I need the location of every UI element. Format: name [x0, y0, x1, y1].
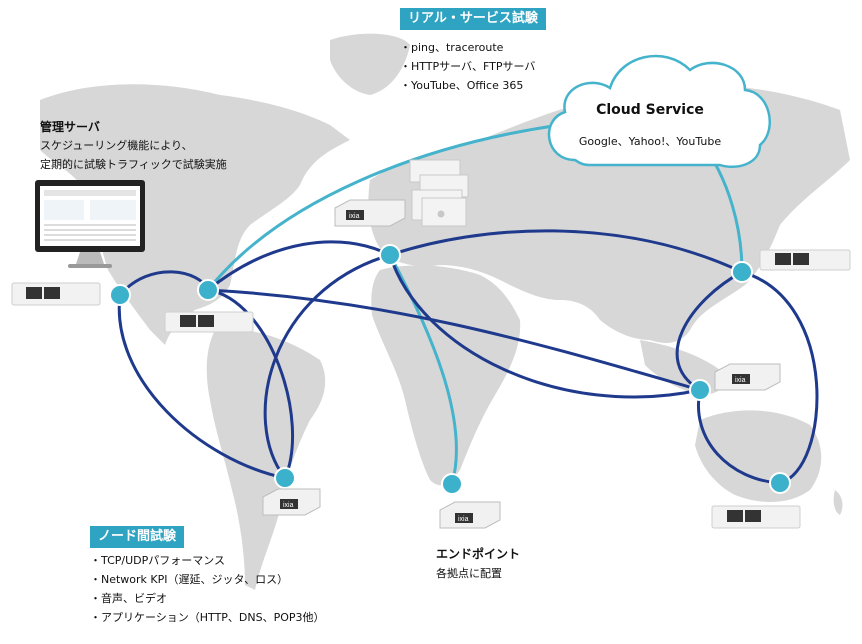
- cloud-link-management: [206, 123, 561, 291]
- ixia-box-singapore: ixia: [714, 363, 781, 391]
- node-test-item: ・音声、ビデオ: [90, 592, 167, 605]
- link-us-east-europe: [207, 240, 391, 292]
- south-america-shape: [206, 329, 326, 590]
- ixia-box-europe: ixia: [334, 199, 406, 227]
- africa-shape: [371, 265, 521, 486]
- monitor-icon: [35, 180, 145, 268]
- ixia-label-brazil: ixia: [283, 502, 294, 509]
- cloud-link-africa: [388, 254, 458, 485]
- ixia-label-europe: ixia: [349, 213, 360, 220]
- node-test-item: ・Network KPI（遅延、ジッタ、ロス）: [90, 573, 289, 586]
- management-line: スケジューリング機能により、: [40, 139, 193, 152]
- node-australia: [769, 472, 791, 494]
- node-brazil: [274, 467, 296, 489]
- australia-shape: [695, 410, 822, 502]
- real-service-item: ・YouTube、Office 365: [400, 79, 524, 92]
- greenland-shape: [330, 33, 410, 95]
- probe-devices: [11, 249, 851, 529]
- real-service-tag: リアル・サービス試験: [400, 8, 546, 30]
- server-stack-icon: [409, 159, 469, 227]
- node-singapore: [689, 379, 711, 401]
- node-europe: [379, 244, 401, 266]
- cloud-subtitle: Google、Yahoo!、YouTube: [578, 135, 722, 148]
- node-japan: [731, 261, 753, 283]
- link-us-east-singapore: [207, 288, 701, 392]
- network-links: [117, 229, 819, 485]
- ixia-label-singapore: ixia: [735, 377, 746, 384]
- node-test-item: ・アプリケーション（HTTP、DNS、POP3他）: [90, 611, 325, 624]
- cloud-icon: [547, 54, 771, 169]
- node-test-item: ・TCP/UDPパフォーマンス: [90, 554, 226, 567]
- management-title: 管理サーバ: [40, 120, 100, 134]
- link-us-west-brazil: [117, 294, 286, 480]
- probe-device-us-east: [164, 311, 254, 333]
- management-line: 定期的に試験トラフィックで試験実施: [40, 158, 227, 171]
- link-brazil-europe: [263, 253, 391, 479]
- link-europe-singapore: [388, 254, 701, 399]
- cloud-title: Cloud Service: [596, 102, 704, 118]
- management-description: スケジューリング機能により、 定期的に試験トラフィックで試験実施: [40, 136, 227, 174]
- ixia-box-brazil: ixia: [262, 488, 321, 516]
- endpoint-subtitle: 各拠点に配置: [436, 567, 502, 580]
- southeast-asia-shape: [640, 340, 724, 395]
- ixia-box-africa: ixia: [439, 501, 501, 529]
- node-africa: [441, 473, 463, 495]
- network-nodes: [109, 244, 791, 495]
- real-service-item: ・HTTPサーバ、FTPサーバ: [400, 60, 536, 73]
- node-test-list: ・TCP/UDPパフォーマンス ・Network KPI（遅延、ジッタ、ロス） …: [90, 551, 325, 627]
- node-us-east: [197, 279, 219, 301]
- ixia-endpoints: ixia ixia ixia ixia: [262, 199, 781, 529]
- link-japan-singapore: [675, 270, 743, 392]
- new-zealand-shape: [833, 490, 843, 515]
- probe-device-us-west: [11, 282, 101, 306]
- link-singapore-australia: [697, 389, 781, 485]
- node-test-tag: ノード間試験: [90, 526, 185, 548]
- link-europe-japan: [389, 229, 743, 274]
- endpoint-title: エンドポイント: [436, 547, 521, 561]
- link-japan-australia: [741, 270, 819, 485]
- node-us-west: [109, 284, 131, 306]
- probe-device-japan: [759, 249, 851, 271]
- probe-device-australia: [711, 505, 801, 529]
- real-service-list: ・ping、traceroute ・HTTPサーバ、FTPサーバ ・YouTub…: [400, 38, 535, 95]
- north-america-shape: [40, 84, 350, 346]
- ixia-label-africa: ixia: [458, 516, 469, 523]
- real-service-item: ・ping、traceroute: [400, 41, 504, 54]
- link-us-east-brazil: [207, 288, 294, 479]
